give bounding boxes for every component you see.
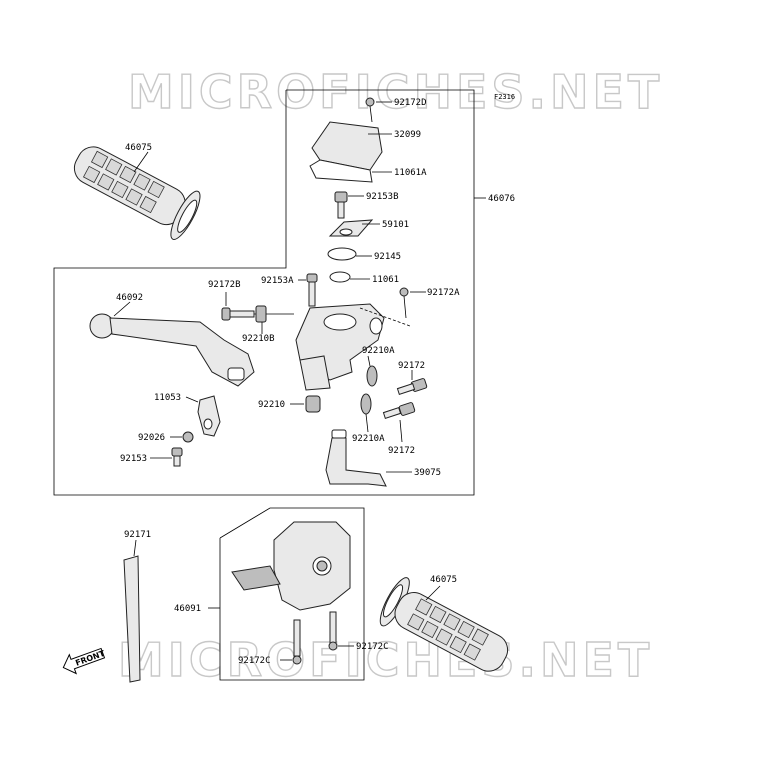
screw-92172-upper-part[interactable] bbox=[396, 370, 428, 395]
grip-top-part[interactable] bbox=[65, 134, 205, 243]
label-92172-upper: 92172 bbox=[398, 361, 425, 371]
label-46075-bottom: 46075 bbox=[430, 575, 457, 585]
label-92026: 92026 bbox=[138, 433, 165, 443]
brake-lever-part[interactable] bbox=[89, 301, 255, 387]
bolt-92153A-part[interactable] bbox=[298, 273, 318, 307]
label-11061A: 11061A bbox=[394, 168, 427, 178]
reservoir-cover-part[interactable] bbox=[309, 121, 392, 183]
label-46076: 46076 bbox=[488, 194, 515, 204]
ring-92145-part[interactable] bbox=[327, 247, 372, 261]
oring-11061-part[interactable] bbox=[329, 271, 370, 283]
watermark-bottom: MICROFICHES.NET bbox=[118, 633, 653, 687]
bolt-92153B-part[interactable] bbox=[334, 191, 364, 219]
strap-92171-part[interactable] bbox=[123, 539, 141, 683]
label-92172C-right: 92172C bbox=[356, 642, 389, 652]
label-92145: 92145 bbox=[374, 252, 401, 262]
screw-92172-lower-part[interactable] bbox=[382, 402, 416, 443]
screw-92172B-part[interactable] bbox=[221, 292, 255, 321]
label-11053: 11053 bbox=[154, 393, 181, 403]
label-92210A-lower: 92210A bbox=[352, 434, 385, 444]
screw-92172D-part[interactable] bbox=[365, 97, 392, 123]
label-92172D: 92172D bbox=[394, 98, 427, 108]
watermark-top: MICROFICHES.NET bbox=[128, 65, 663, 119]
screw-92172C-right-part[interactable] bbox=[328, 611, 354, 651]
switch-housing-part[interactable] bbox=[231, 521, 351, 611]
label-92172-lower: 92172 bbox=[388, 446, 415, 456]
label-92153B: 92153B bbox=[366, 192, 399, 202]
label-92172B: 92172B bbox=[208, 280, 241, 290]
screw-92172C-left-part[interactable] bbox=[280, 619, 302, 665]
front-arrow-icon: FRONT bbox=[62, 647, 106, 675]
label-92172C-left: 92172C bbox=[238, 656, 271, 666]
label-92153: 92153 bbox=[120, 454, 147, 464]
nut-92210A-upper-part[interactable] bbox=[366, 355, 378, 387]
label-92171: 92171 bbox=[124, 530, 151, 540]
assembly-outline-46091 bbox=[219, 507, 365, 681]
label-92210: 92210 bbox=[258, 400, 285, 410]
lever-39075-part[interactable] bbox=[325, 429, 412, 487]
nut-92210A-lower-part[interactable] bbox=[360, 393, 372, 433]
label-92210A-upper: 92210A bbox=[362, 346, 395, 356]
diagram-code: F2316 bbox=[494, 93, 515, 101]
bushing-92026-part[interactable] bbox=[170, 431, 194, 443]
label-92153A: 92153A bbox=[261, 276, 294, 286]
label-46092: 46092 bbox=[116, 293, 143, 303]
bracket-11053-part[interactable] bbox=[185, 395, 221, 437]
label-39075: 39075 bbox=[414, 468, 441, 478]
diaphragm-59101-part[interactable] bbox=[328, 219, 380, 237]
nut-92210-part[interactable] bbox=[290, 395, 321, 413]
label-59101: 59101 bbox=[382, 220, 409, 230]
label-92172A: 92172A bbox=[427, 288, 460, 298]
svg-text:FRONT: FRONT bbox=[74, 649, 106, 668]
grip-bottom-part[interactable] bbox=[375, 574, 517, 684]
assembly-outline-46076 bbox=[53, 89, 475, 496]
label-46075-top: 46075 bbox=[125, 143, 152, 153]
bolt-92153-part[interactable] bbox=[150, 447, 183, 467]
master-cylinder-body[interactable] bbox=[246, 303, 411, 391]
label-46091: 46091 bbox=[174, 604, 201, 614]
screw-92172A-part[interactable] bbox=[399, 287, 426, 319]
label-92210B: 92210B bbox=[242, 334, 275, 344]
label-32099: 32099 bbox=[394, 130, 421, 140]
label-11061: 11061 bbox=[372, 275, 399, 285]
nut-92210B-part[interactable] bbox=[255, 305, 267, 334]
